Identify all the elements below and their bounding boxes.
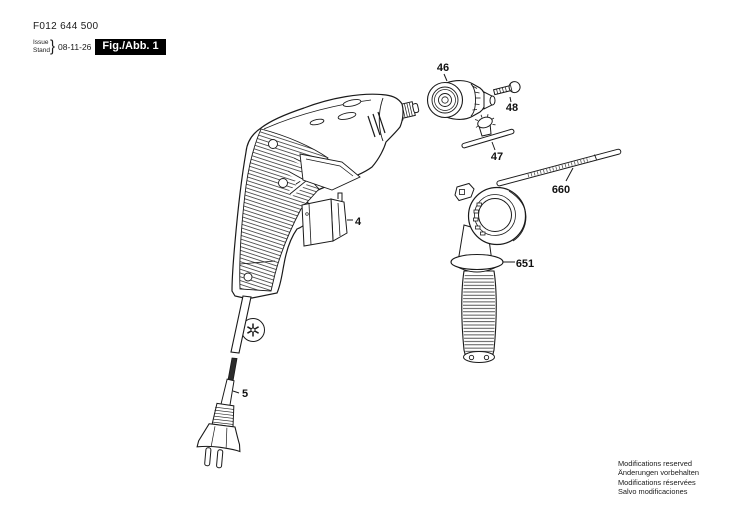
grip-end-cap: [463, 351, 495, 363]
flange-top: [450, 253, 504, 271]
mounting-bracket: [301, 192, 348, 247]
plug-seam-2: [225, 427, 228, 448]
front-grille: [367, 111, 386, 138]
chuck-nose-tip: [489, 95, 496, 106]
leader-48: [509, 96, 512, 103]
label-5: 5: [242, 388, 248, 400]
drill-body: [230, 93, 420, 354]
brace-glyph: }: [50, 37, 56, 56]
chuck-gear-teeth: [472, 85, 481, 111]
screw-threads: [496, 87, 507, 94]
bracket-fold-line: [337, 202, 341, 237]
key-handle-bar: [461, 128, 515, 149]
gear-cap-line: [378, 97, 384, 142]
grip-end-hole-2: [483, 354, 490, 361]
label-48: 48: [506, 102, 518, 114]
notice-line-es: Salvo modificaciones: [618, 487, 688, 497]
key-pinion-gear: [477, 116, 493, 129]
depth-stop-rod: [496, 148, 622, 187]
notice-line-de: Änderungen vorbehalten: [618, 468, 699, 478]
cord-tube: [220, 378, 235, 408]
label-47: 47: [491, 151, 503, 163]
label-651: 651: [516, 258, 534, 270]
plug-seam-1: [210, 426, 216, 447]
strain-relief-boot: [230, 295, 252, 354]
label-660: 660: [552, 184, 570, 196]
bracket-front-line: [308, 203, 312, 246]
handle-base-screw: [243, 272, 253, 282]
label-4: 4: [355, 216, 362, 228]
notice-line-en: Modifications reserved: [618, 459, 692, 468]
leader-5: [232, 390, 240, 394]
clamp-tab-notch: [459, 189, 465, 195]
plug-body: [196, 423, 241, 453]
cord-stub: [227, 357, 238, 382]
screw-head: [508, 81, 521, 94]
clamp-ring-slots: [473, 202, 486, 236]
issue-stand-labels: Issue Stand: [33, 39, 50, 53]
notice-line-fr: Modifications réservées: [618, 477, 696, 487]
vent-slot-3: [309, 118, 325, 126]
vent-slot-2: [337, 112, 357, 120]
drill-chuck: [426, 80, 496, 120]
motor-cover-panel: [299, 153, 361, 191]
key-pinion-teeth: [474, 114, 496, 128]
modifications-notice: Modifications reserved Änderungen vorbeh…: [618, 459, 699, 497]
vent-slot-1: [342, 99, 362, 107]
plug-pin-1: [204, 447, 212, 467]
leader-660: [565, 167, 574, 182]
part-number: F012 644 500: [33, 21, 99, 32]
power-cord-plug: [196, 357, 241, 469]
plug-pin-2: [216, 449, 224, 469]
clamp-ring-shading: [508, 190, 527, 242]
motor-cover-inner-line: [305, 158, 354, 177]
bracket-tab: [337, 192, 343, 201]
bracket-front-face: [301, 198, 334, 247]
auxiliary-handle: [450, 182, 527, 363]
chuck-gear-band: [470, 83, 476, 117]
rod-body: [496, 148, 622, 187]
clamp-ring-face: [474, 194, 516, 236]
leader-46: [443, 73, 448, 82]
issue-block: Issue Stand } 08-11-26 Fig./Abb. 1: [33, 38, 166, 55]
rod-thread-ticks: [527, 157, 591, 178]
stand-label: Stand: [33, 46, 50, 54]
bracket-hole: [305, 212, 309, 216]
handle-base-line: [239, 260, 276, 265]
leader-lines: [232, 73, 574, 394]
figure-label-box: Fig./Abb. 1: [95, 38, 166, 55]
plug-sleeve-ribs: [212, 406, 234, 425]
label-46: 46: [437, 62, 449, 74]
grip-ribs: [463, 275, 495, 353]
screw-head-flange: [509, 83, 513, 92]
grip-end-hole-1: [468, 354, 475, 361]
chuck-key: [461, 114, 515, 149]
grip-screw-boss-1: [268, 139, 278, 149]
grip-screw-boss-2: [278, 178, 288, 188]
issue-date: 08-11-26: [58, 41, 92, 52]
fastening-screw: [492, 81, 521, 96]
issue-label: Issue: [33, 39, 49, 47]
rod-segment-line: [594, 154, 597, 160]
star-icon: [247, 323, 259, 337]
leader-47: [491, 141, 496, 151]
chuck-face: [426, 81, 464, 119]
chuck-face-rings: [431, 86, 459, 114]
clamp-ring-opening: [478, 198, 512, 232]
